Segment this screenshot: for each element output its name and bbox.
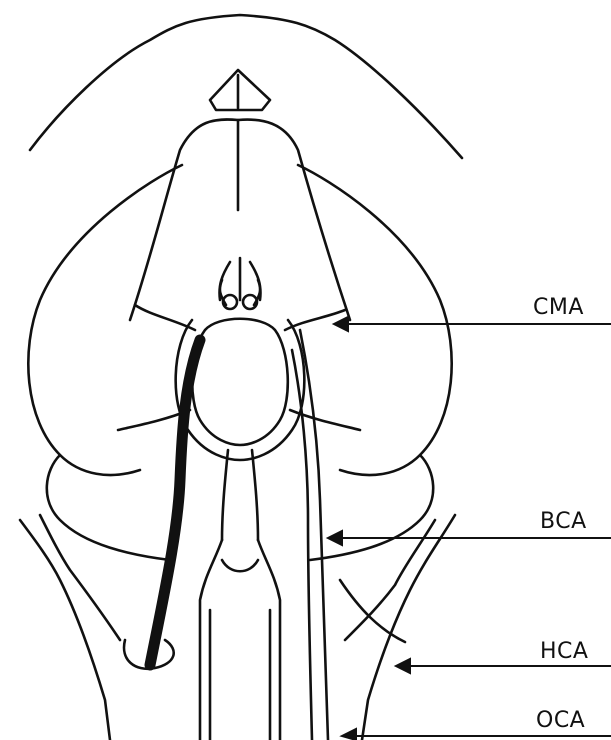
left-lower-branches [20,515,120,740]
bca-arrowhead [328,531,342,545]
olfactory-bulb-outline [30,15,462,158]
olfactory-notch [210,70,270,110]
basilar-bifurcation [200,540,280,740]
label-bca: BCA [540,511,587,533]
label-hca: HCA [540,641,588,663]
left-temporal-lobe [47,455,170,560]
hca-arrowhead [396,659,410,673]
right-posterior-branch [290,410,360,430]
label-oca: OCA [536,710,585,732]
right-middle-cerebral-artery [285,310,345,330]
left-middle-cerebral-artery [135,305,195,330]
right-hemisphere-outline [298,165,452,475]
right-temporal-lobe [310,455,433,560]
cma-arrowhead [334,317,348,331]
circle-of-willis [192,319,288,445]
basilar-artery [222,450,258,540]
label-cma: CMA [533,297,584,319]
left-hemisphere-outline [28,165,182,475]
oca-arrowhead [342,729,356,740]
right-lower-branches [345,515,455,740]
right-carotid-inner [292,350,312,740]
